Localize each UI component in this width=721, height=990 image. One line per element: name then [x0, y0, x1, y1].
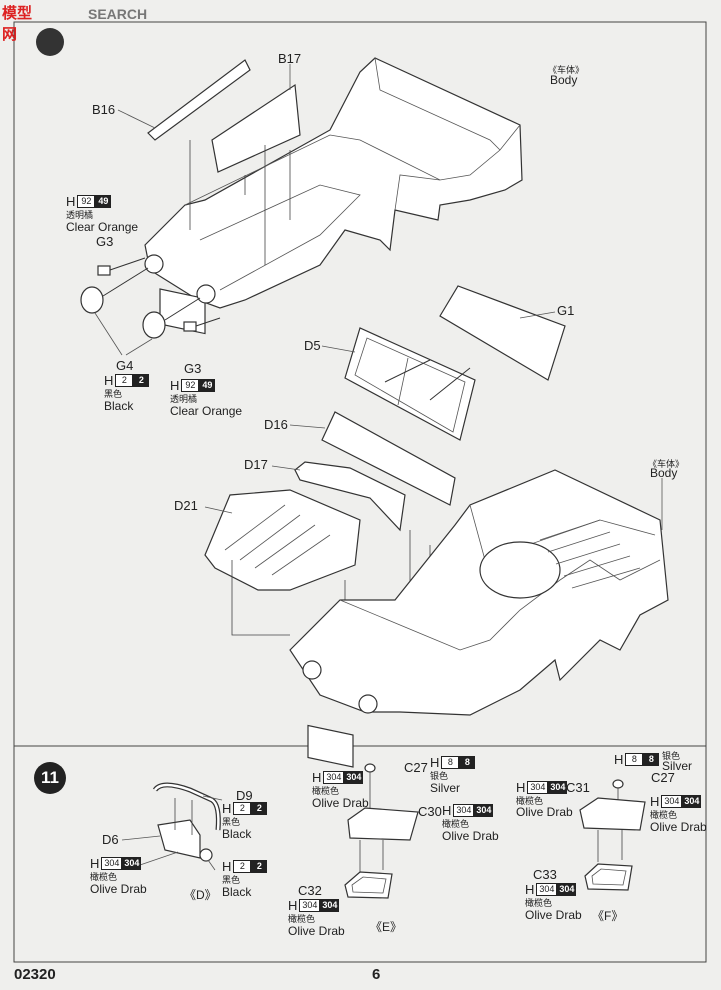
part-g4-right	[142, 311, 166, 339]
part-label-d21: D21	[174, 498, 198, 513]
part-d5	[344, 327, 476, 441]
part-label-c32: C32	[298, 883, 322, 898]
paint-cn-e-olive: 橄榄色	[312, 786, 340, 796]
paint-name-d6-olive: Olive Drab	[90, 882, 147, 896]
paint-cn-orange-1: 透明橘	[66, 210, 94, 220]
page-frame	[13, 21, 707, 963]
part-c27-f	[612, 779, 624, 789]
part-d21	[204, 489, 361, 591]
body-label-cn: 《车体》	[548, 65, 585, 75]
part-c27-e	[364, 763, 376, 773]
part-label-d6: D6	[102, 832, 119, 847]
step11-drawings	[121, 763, 646, 899]
part-g4-left	[80, 286, 104, 314]
paint-name-black-1: Black	[104, 399, 134, 413]
part-g3-left	[97, 265, 111, 276]
part-label-d5: D5	[304, 338, 321, 353]
body-label-2: Body	[650, 466, 678, 480]
paint-cn-d9: 黑色	[222, 817, 241, 827]
part-d16	[321, 411, 456, 506]
upper-body-drawing	[80, 57, 523, 356]
paint-name-e-olive: Olive Drab	[312, 796, 369, 810]
paint-name-orange-2: Clear Orange	[170, 404, 243, 418]
paint-name-c33: Olive Drab	[525, 908, 582, 922]
paint-name-f-silver: Silver	[662, 759, 693, 773]
body-label: Body	[550, 73, 578, 87]
part-label-c33: C33	[533, 867, 557, 882]
paint-name-d9: Black	[222, 827, 252, 841]
part-b16	[147, 59, 251, 141]
paint-cn-c32: 橄榄色	[288, 914, 316, 924]
paint-name-c30: Olive Drab	[442, 829, 499, 843]
paint-cn-c31: 橄榄色	[516, 796, 544, 806]
part-c31	[579, 797, 646, 831]
part-label-c27-f: C27	[651, 770, 675, 785]
part-label-d16: D16	[264, 417, 288, 432]
step-circle-previous	[36, 28, 64, 56]
paint-name-orange-1: Clear Orange	[66, 220, 139, 234]
paint-cn-f-silver: 银色	[662, 751, 681, 761]
part-b17	[211, 83, 301, 173]
part-g3-right	[183, 321, 197, 332]
paint-name-c32: Olive Drab	[288, 924, 345, 938]
part-label-d17: D17	[244, 457, 268, 472]
paint-cn-d6-olive: 橄榄色	[90, 872, 118, 882]
group-label-d: 《D》	[184, 888, 217, 902]
paint-name-c27-silver: Silver	[430, 781, 461, 795]
part-label-g3-right: G3	[184, 361, 202, 376]
paint-cn-c27-silver: 银色	[430, 771, 449, 781]
paint-cn-d6-black: 黑色	[222, 875, 241, 885]
paint-cn-orange-2: 透明橘	[170, 394, 198, 404]
paint-name-c31: Olive Drab	[516, 805, 573, 819]
group-label-e: 《E》	[370, 920, 403, 934]
part-label-b16: B16	[92, 102, 116, 117]
step-number-badge: 11	[34, 762, 66, 794]
part-d6	[157, 819, 201, 859]
paint-name-c27-olive: Olive Drab	[650, 820, 707, 834]
part-label-c31: C31	[566, 780, 590, 795]
part-g1	[439, 285, 566, 381]
part-c30	[347, 807, 419, 841]
paint-cn-black-1: 黑色	[104, 389, 123, 399]
part-d17	[294, 461, 406, 532]
windshield-assembly	[204, 285, 566, 665]
group-label-f: 《F》	[592, 909, 624, 923]
watermark-logo: 模型网	[2, 5, 33, 43]
paint-cn-c27-olive: 橄榄色	[650, 810, 678, 820]
part-label-c30: C30	[418, 804, 442, 819]
part-label-g4: G4	[116, 358, 134, 373]
paint-cn-c30: 橄榄色	[442, 819, 470, 829]
lower-body-drawing	[289, 469, 669, 768]
catalog-number: 02320	[14, 966, 56, 983]
body-label-cn-2: 《车体》	[648, 459, 685, 469]
paint-cn-c33: 橄榄色	[525, 898, 553, 908]
watermark-brand: SEARCH	[88, 6, 148, 22]
part-label-c27-e: C27	[404, 760, 428, 775]
part-label-b17: B17	[278, 51, 302, 66]
page-number: 6	[372, 966, 381, 983]
part-label-d9: D9	[236, 788, 253, 803]
part-label-g3-left: G3	[96, 234, 114, 249]
part-label-g1: G1	[557, 303, 575, 318]
paint-name-d6-black: Black	[222, 885, 252, 899]
